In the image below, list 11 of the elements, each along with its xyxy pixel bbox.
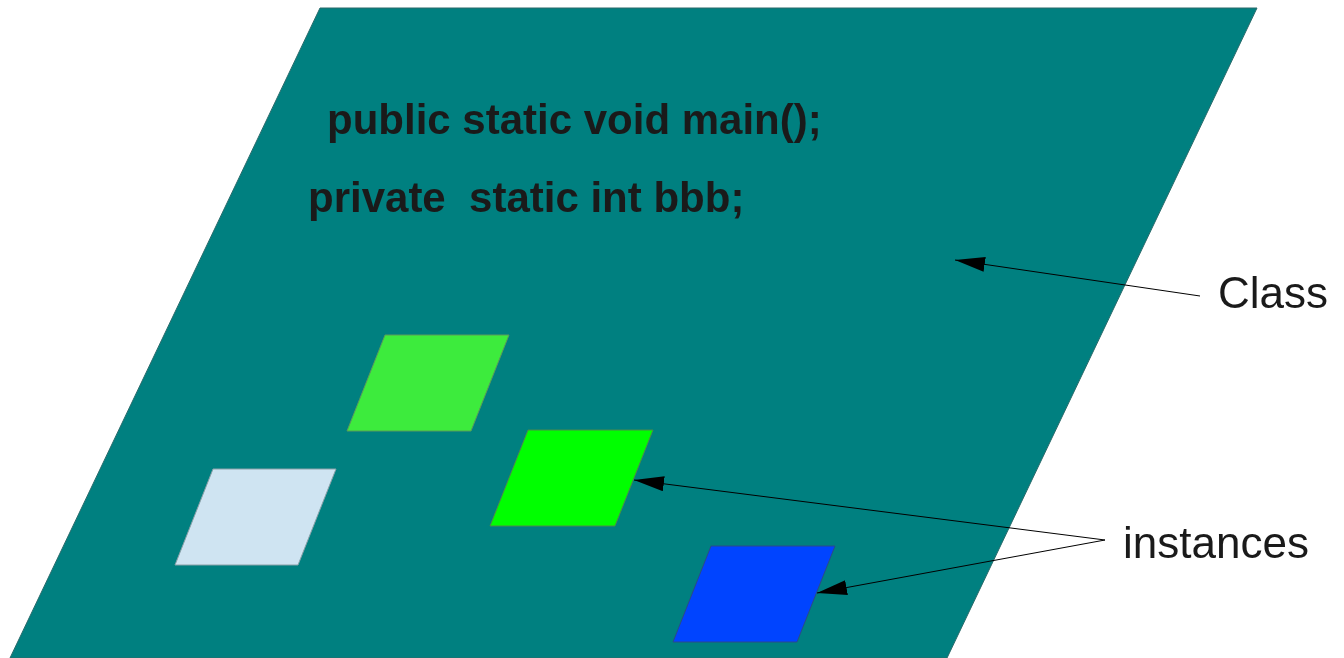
instance-parallelogram	[347, 335, 509, 431]
leader-line	[633, 476, 1106, 541]
instance-parallelogram	[175, 469, 336, 565]
callout-text: Class	[1218, 268, 1329, 319]
instance-parallelogram	[490, 430, 653, 526]
code-line: private static int bbb;	[308, 174, 745, 223]
leader-line	[816, 539, 1106, 595]
instance-parallelogram	[673, 546, 835, 642]
leader-line	[954, 256, 1201, 297]
code-line: public static void main();	[327, 96, 822, 145]
callout-text: instances	[1123, 518, 1309, 569]
